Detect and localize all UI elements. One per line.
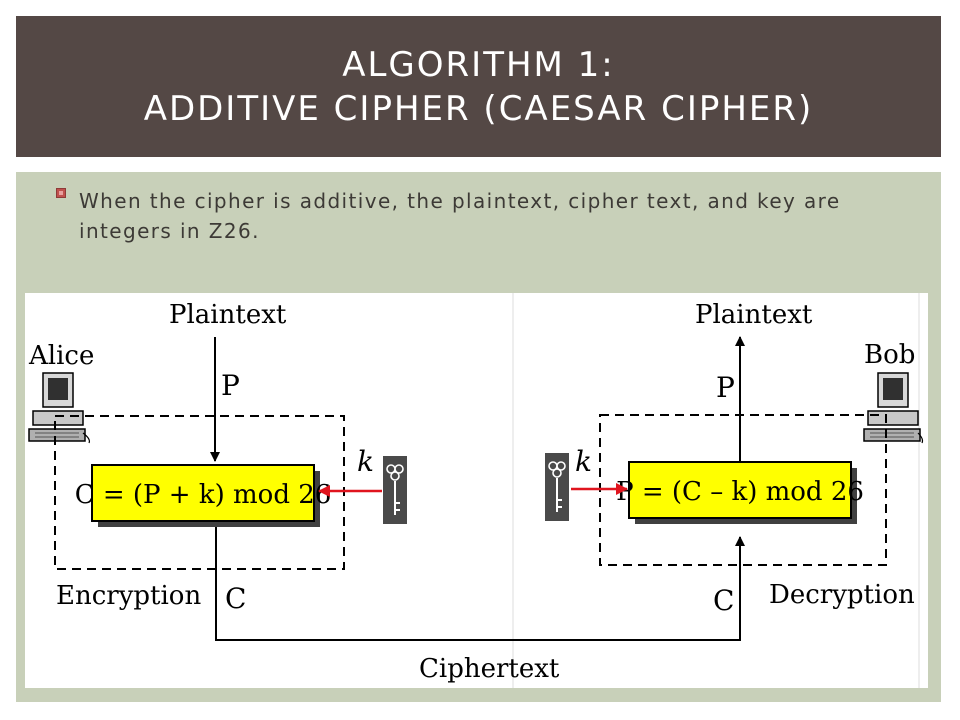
plaintext-input-label: Plaintext	[169, 300, 287, 330]
bob-computer-icon	[863, 372, 924, 444]
alice-computer-icon	[28, 372, 90, 444]
encryption-dashed-box	[54, 415, 345, 570]
decryption-label: Decryption	[769, 580, 915, 610]
p-label-left: P	[221, 369, 240, 402]
plaintext-output-label: Plaintext	[695, 300, 813, 330]
encryption-label: Encryption	[56, 581, 201, 611]
bob-label: Bob	[864, 340, 915, 370]
decrypt-formula-box	[628, 461, 852, 519]
ciphertext-label: Ciphertext	[419, 654, 560, 684]
encrypt-formula-box	[91, 464, 315, 522]
k-label-left: k	[357, 445, 374, 478]
title-line-2: ADDITIVE CIPHER (CAESAR CIPHER)	[143, 88, 814, 129]
slide-title: ALGORITHM 1: ADDITIVE CIPHER (CAESAR CIP…	[16, 16, 941, 157]
caesar-cipher-diagram: Alice Plaintext P C = (P + k) mod 26 k	[25, 293, 928, 688]
title-line-1: ALGORITHM 1:	[342, 44, 615, 85]
bullet-text: When the cipher is additive, the plainte…	[79, 189, 841, 243]
decrypt-formula: P = (C – k) mod 26	[616, 477, 864, 507]
encrypt-formula: C = (P + k) mod 26	[75, 480, 332, 510]
c-label-right: C	[713, 584, 734, 617]
alice-label: Alice	[28, 341, 94, 371]
p-label-right: P	[716, 371, 735, 404]
k-label-right: k	[575, 445, 592, 478]
key-icon-left	[383, 456, 407, 524]
c-label-left: C	[225, 582, 246, 615]
bullet-square-icon	[56, 188, 66, 198]
ciphertext-path	[215, 527, 745, 641]
key-icon-right	[545, 453, 569, 521]
